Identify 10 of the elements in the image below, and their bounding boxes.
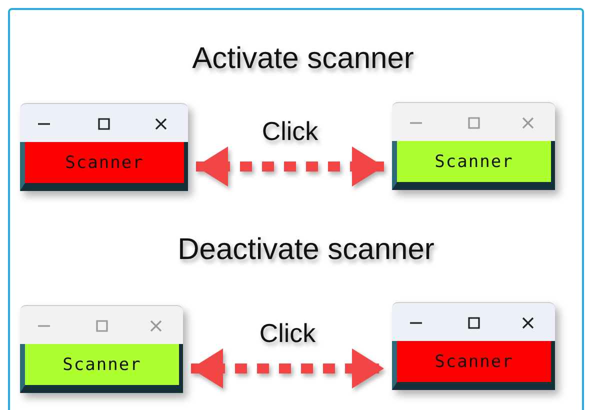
scanner-button: Scanner bbox=[392, 341, 555, 390]
edge-label: Click bbox=[259, 318, 316, 348]
section-heading: Deactivate scanner bbox=[178, 233, 434, 267]
edge-label: Click bbox=[262, 116, 318, 146]
scanner-button: Scanner bbox=[392, 141, 555, 190]
scanner-button: Scanner bbox=[20, 142, 188, 191]
section-heading: Activate scanner bbox=[192, 42, 414, 76]
double-headed-arrow bbox=[191, 348, 384, 388]
double-headed-arrow bbox=[196, 146, 384, 186]
scanner-button: Scanner bbox=[20, 344, 183, 393]
